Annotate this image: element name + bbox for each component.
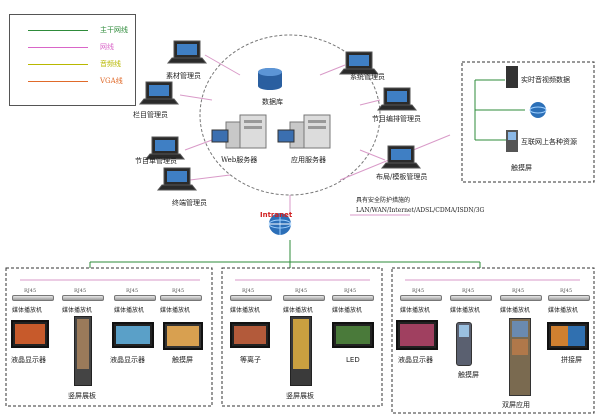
media-player: RJ45: [400, 288, 442, 303]
legend-item-network: 网线: [10, 42, 135, 52]
media-player: RJ45: [332, 288, 374, 303]
external-touch-label: 触摸屏: [511, 164, 532, 172]
admin-layout-label: 布局/模板管理员: [376, 173, 428, 181]
web-server-label: Web服务器: [221, 156, 258, 164]
media-player: RJ45: [160, 288, 202, 303]
device-label: 拼接屏: [561, 356, 582, 364]
app-server-label: 应用服务器: [291, 156, 326, 164]
lcd-monitor-image: [112, 322, 154, 348]
security-label-line2: LAN/WAN/Internet/ADSL/CDMA/ISDN/3G: [356, 207, 485, 214]
media-player: RJ45: [548, 288, 590, 303]
vertical-kiosk-image: [290, 316, 312, 386]
device-label: 液晶显示器: [11, 356, 46, 364]
dual-screen-kiosk-image: [509, 318, 531, 396]
touch-kiosk-image: [456, 322, 472, 366]
admin-program-list-label: 节目单管理员: [135, 157, 177, 165]
device-label: 触摸屏: [172, 356, 193, 364]
device-label: 液晶显示器: [110, 356, 145, 364]
lcd-monitor-image: [11, 320, 49, 348]
plasma-display-image: [230, 322, 270, 348]
admin-terminal-label: 终端管理员: [172, 199, 207, 207]
device-label: 竖屏展板: [68, 392, 96, 400]
device-label: 双屏应用: [502, 401, 530, 409]
device-label: 液晶显示器: [398, 356, 433, 364]
media-player-label: 媒体播放机: [450, 307, 481, 314]
media-player-label: 媒体播放机: [12, 307, 43, 314]
media-player-label: 媒体播放机: [160, 307, 191, 314]
device-label: 触摸屏: [458, 371, 479, 379]
device-label: 等离子: [240, 356, 261, 364]
media-player-label: 媒体播放机: [332, 307, 363, 314]
vertical-kiosk-image: [74, 316, 92, 386]
video-wall-image: [547, 322, 589, 350]
media-player: RJ45: [114, 288, 156, 303]
admin-program-edit-label: 节目编排管理员: [372, 115, 421, 123]
device-label: 竖屏展板: [286, 392, 314, 400]
media-player-label: 媒体播放机: [230, 307, 261, 314]
media-player: RJ45: [12, 288, 54, 303]
security-label-line1: 具有安全防护措施的: [356, 197, 411, 204]
device-label: LED: [346, 356, 360, 364]
media-player: RJ45: [62, 288, 104, 303]
database-label: 数据库: [262, 98, 283, 106]
media-player: RJ45: [500, 288, 542, 303]
legend-item-vga: VGA线: [10, 76, 135, 86]
media-player-label: 媒体播放机: [548, 307, 579, 314]
external-realtime-label: 实时音视频数据: [521, 76, 570, 84]
media-player-label: 媒体播放机: [500, 307, 531, 314]
touchscreen-image: [163, 322, 203, 350]
media-player-label: 媒体播放机: [283, 307, 314, 314]
media-player: RJ45: [450, 288, 492, 303]
media-player: RJ45: [283, 288, 325, 303]
admin-material-label: 素材管理员: [166, 72, 201, 80]
led-display-image: [332, 322, 374, 348]
legend: 主干网线 网线 音频线 VGA线: [9, 14, 136, 106]
legend-item-backbone: 主干网线: [10, 25, 135, 35]
legend-item-audio: 音频线: [10, 59, 135, 69]
admin-column-label: 栏目管理员: [133, 111, 168, 119]
media-player-label: 媒体播放机: [114, 307, 145, 314]
external-internet-label: 互联网上各种资源: [521, 138, 577, 146]
media-player: RJ45: [230, 288, 272, 303]
media-player-label: 媒体播放机: [62, 307, 93, 314]
admin-system-label: 系统管理员: [350, 73, 385, 81]
lcd-monitor-image: [396, 320, 438, 350]
media-player-label: 媒体播放机: [400, 307, 431, 314]
intranet-label: Intranet: [260, 211, 293, 219]
